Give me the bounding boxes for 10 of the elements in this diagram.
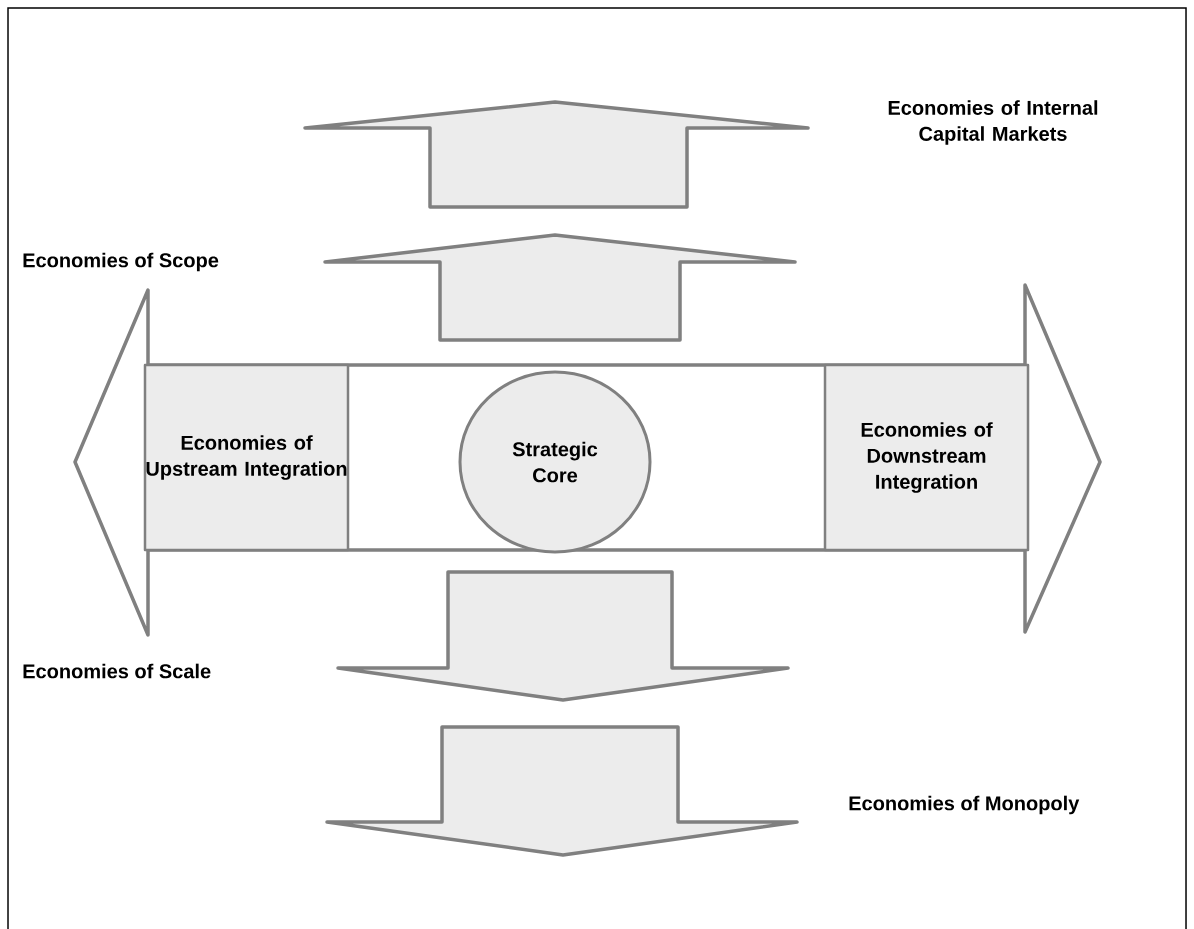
text-box: Economies of Downstream Integration (823, 363, 1030, 552)
arrow-label: Economies of Monopoly (849, 795, 1080, 815)
block-arrow-shape (325, 725, 799, 857)
block-arrow-shape (323, 233, 797, 342)
block-arrow-shape (336, 570, 790, 702)
text-box: Economies of Upstream Integration (143, 363, 350, 552)
block-arrow-shape (303, 100, 810, 209)
arrow-label: Economies of Internal Capital Markets (888, 100, 1098, 145)
arrow-label: Economies of Scope (23, 252, 219, 272)
arrow-label: Economies of Scale (23, 663, 211, 679)
